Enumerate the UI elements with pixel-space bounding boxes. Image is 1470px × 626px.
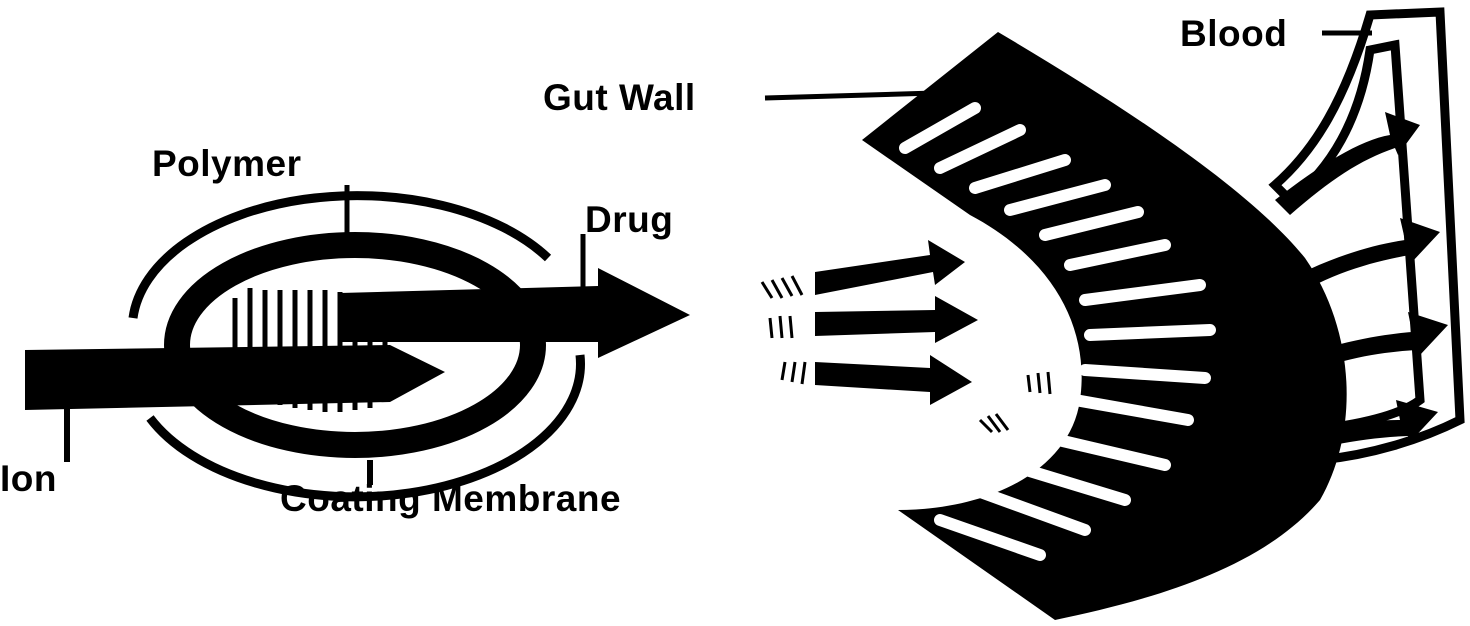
- blood-label: Blood: [1180, 15, 1287, 52]
- polymer-label: Polymer: [152, 145, 302, 182]
- free-arrow-2: [815, 296, 978, 343]
- free-arrow-3: [815, 355, 972, 405]
- drug-arrow: [340, 268, 690, 358]
- drug-label: Drug: [585, 201, 673, 238]
- free-drug-arrows: [762, 240, 1050, 432]
- gut-wall-label: Gut Wall: [543, 79, 696, 116]
- ion-label: Ion: [0, 460, 57, 497]
- gut-wall-leader: [765, 93, 935, 98]
- coating-membrane-label: Coating Membrane: [280, 480, 621, 517]
- free-arrow-1: [815, 240, 965, 295]
